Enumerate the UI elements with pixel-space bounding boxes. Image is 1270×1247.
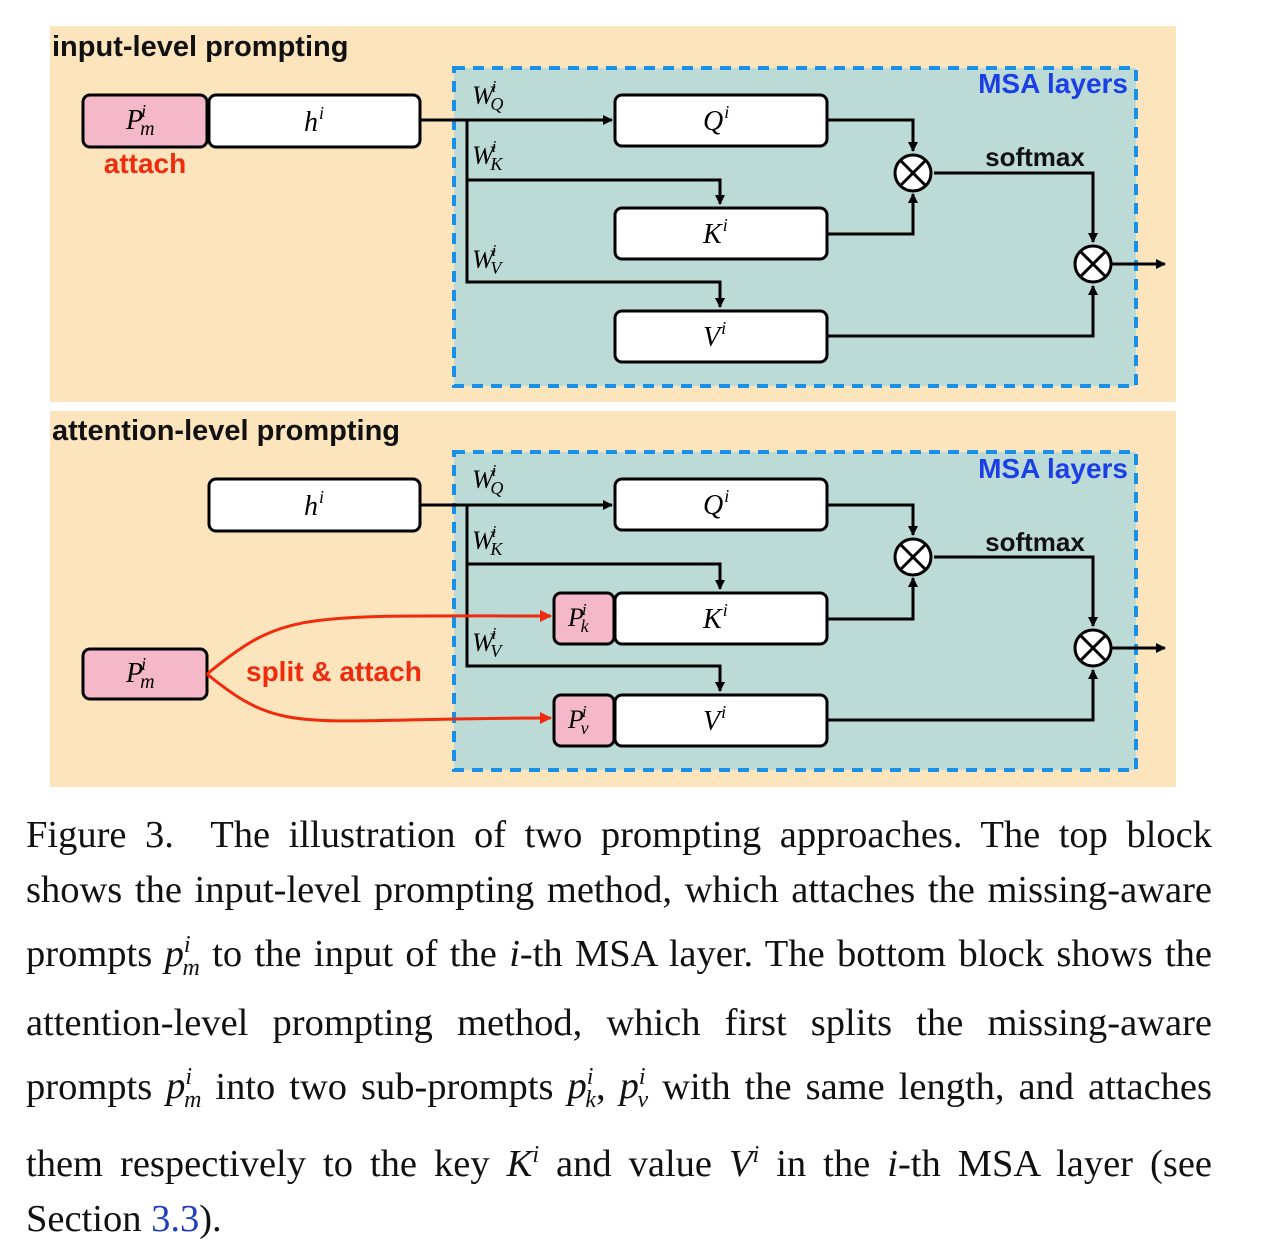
caption-sentence-2: to the input of the [212,932,497,975]
bottom-h-symbol: hi [304,487,324,522]
top-attach-label: attach [104,148,186,179]
bottom-multiply-symbol-2 [1073,628,1113,668]
bottom-panel: attention-level prompting MSA layers hi … [50,411,1176,787]
bottom-msa-label: MSA layers [978,453,1128,484]
top-v-symbol: Vi [703,318,726,353]
top-multiply-symbol-1 [893,153,933,193]
top-prompt-box [81,93,209,149]
bottom-connectors [420,500,1166,722]
caption-pm-2: pim [166,1064,202,1114]
bottom-softmax-label: softmax [985,527,1085,557]
bottom-split-attach-label: split & attach [246,656,422,687]
top-msa-label: MSA layers [978,68,1128,99]
top-h-symbol: hi [304,103,324,138]
caption-figure-number: Figure 3. [26,814,174,856]
caption-i-1: i [509,932,520,975]
figure-caption: Figure 3. The illustration of two prompt… [26,814,1213,1240]
top-panel-title: input-level prompting [52,31,348,63]
caption-sentence-7: in the [776,1142,871,1185]
top-q-symbol: Qi [703,102,729,137]
caption-sentence-3: -th MSA layer. The bottom block shows th… [26,932,1213,1108]
bottom-multiply-symbol-1 [893,537,933,577]
caption-sentence-4: into two sub-prompts [215,1065,554,1108]
caption-sentence-9: ). [199,1197,222,1240]
bottom-v-symbol: Vi [703,702,726,737]
caption-pk: pik [567,1064,597,1114]
caption-vi: Vi [729,1142,760,1185]
caption-pm-1: pim [164,932,200,981]
caption-sentence-1: The illustration of two prompting approa… [26,814,1212,975]
caption-section-link[interactable]: 3.3 [151,1197,200,1240]
caption-ki: Ki [506,1142,539,1185]
top-k-symbol: Ki [702,215,728,250]
caption-i-2: i [887,1142,898,1185]
top-connectors [420,115,1166,338]
caption-pv: piv [619,1064,649,1114]
bottom-q-symbol: Qi [703,486,729,521]
caption-sentence-5: with the same length, and attaches them … [26,1065,1213,1185]
bottom-panel-title: attention-level prompting [52,415,400,447]
top-multiply-symbol-2 [1073,244,1113,284]
bottom-k-symbol: Ki [702,600,728,635]
top-softmax-label: softmax [985,142,1085,172]
bottom-split-arrows [206,609,552,725]
caption-sentence-6: and value [556,1142,712,1185]
